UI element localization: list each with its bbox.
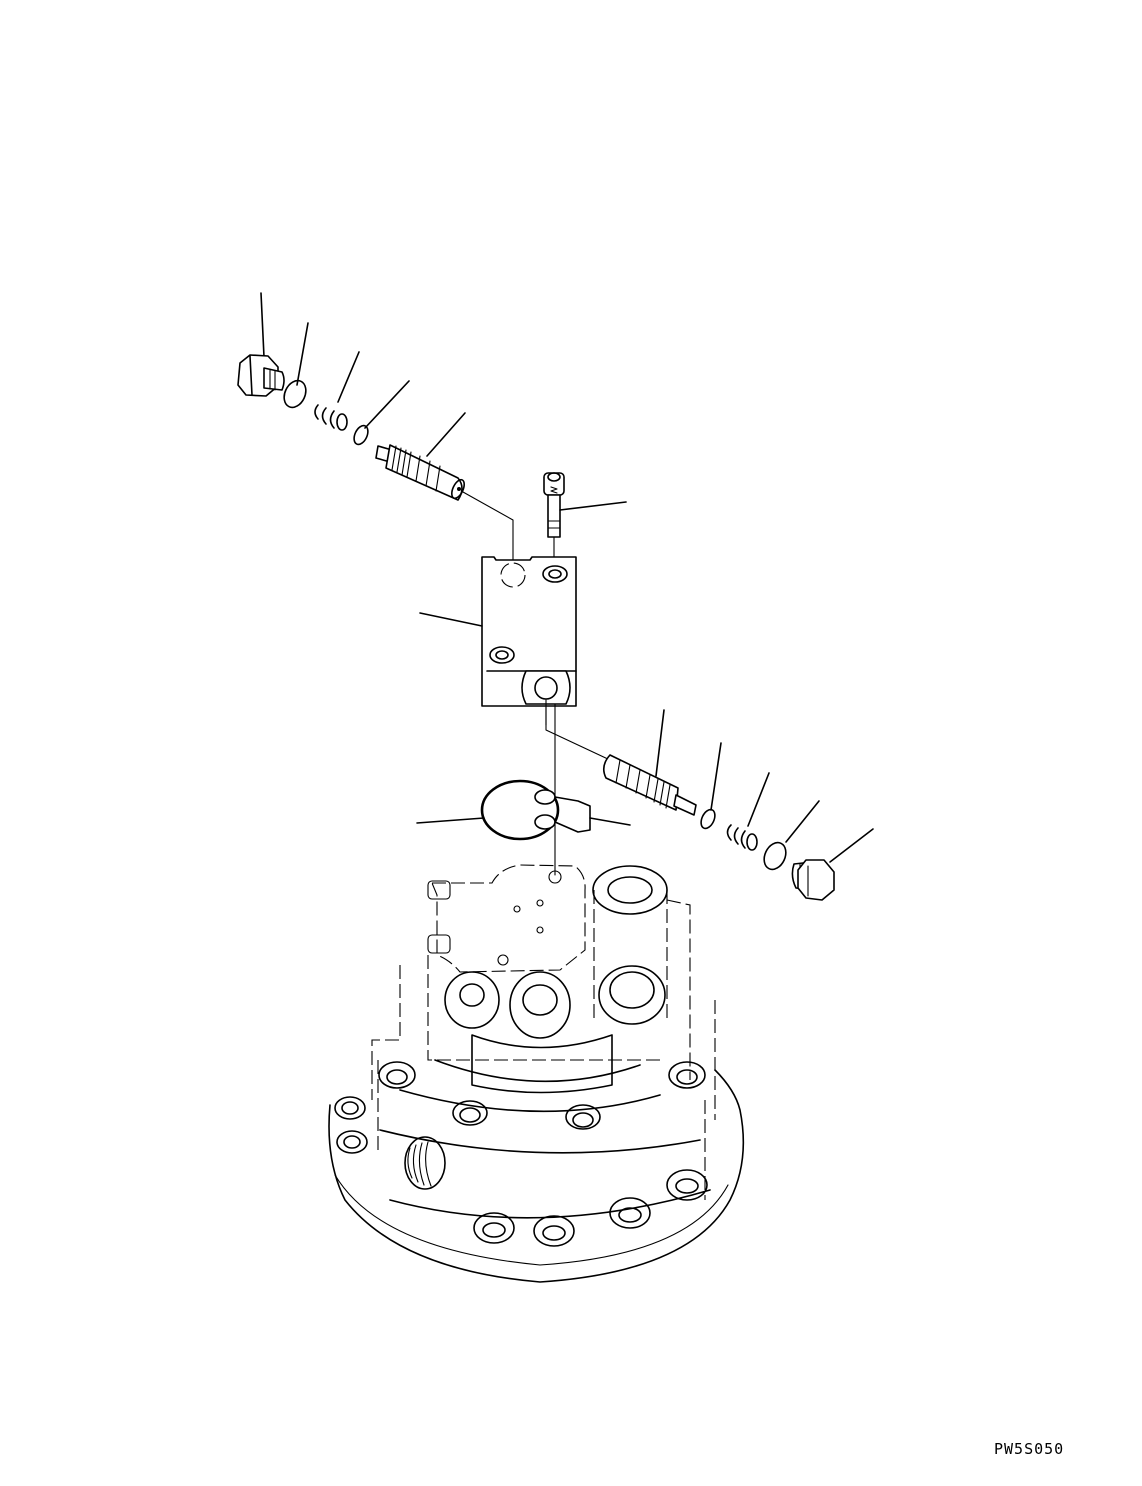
valve-block bbox=[419, 556, 577, 726]
upper-valve-stack bbox=[237, 292, 514, 566]
spring-upper bbox=[314, 404, 348, 431]
motor-housing bbox=[328, 864, 745, 1283]
o-ring-lower-large bbox=[763, 841, 787, 871]
spool-upper bbox=[375, 444, 465, 501]
plug-upper bbox=[237, 354, 285, 397]
o-ring-upper-large bbox=[283, 379, 307, 409]
lower-valve-stack bbox=[545, 704, 874, 901]
spool-lower bbox=[602, 754, 697, 816]
o-ring-upper-small bbox=[353, 424, 369, 446]
spring-lower bbox=[726, 824, 758, 851]
drawing-code-label: PW5S050 bbox=[994, 1440, 1065, 1458]
mounting-holes bbox=[334, 1061, 708, 1247]
bolt bbox=[543, 472, 627, 571]
threaded-port bbox=[404, 1136, 446, 1190]
plug-lower bbox=[791, 859, 835, 901]
gasket bbox=[416, 724, 631, 876]
o-ring-lower-small bbox=[700, 808, 716, 830]
